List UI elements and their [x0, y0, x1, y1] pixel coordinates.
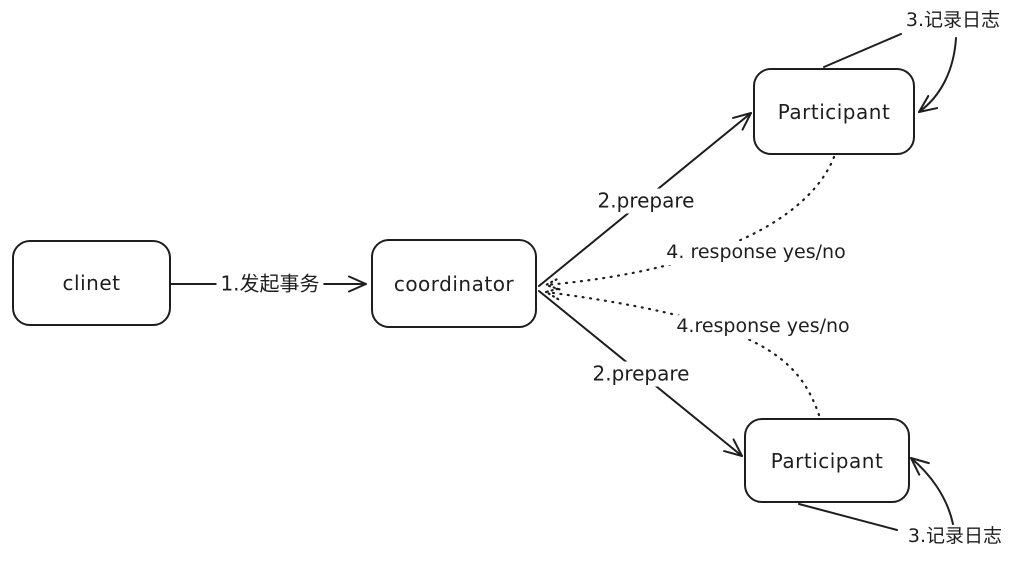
- edge-log-bottom-out: [798, 503, 898, 531]
- node-participant-top[interactable]: Participant: [753, 68, 915, 155]
- edge-log-top-out: [823, 33, 902, 68]
- edge-label-prepare-top[interactable]: 2.prepare: [593, 188, 699, 214]
- node-coordinator-label: coordinator: [393, 271, 515, 296]
- edge-response-top: [546, 155, 836, 285]
- edge-log-top-return: [918, 37, 957, 113]
- edge-log-bottom-return: [910, 457, 954, 525]
- edge-label-prepare-bottom[interactable]: 2.prepare: [588, 361, 694, 387]
- edge-label-log-bottom[interactable]: 3.记录日志: [903, 525, 1007, 549]
- node-client-label: clinet: [62, 271, 121, 295]
- node-participant-bottom[interactable]: Participant: [744, 418, 910, 503]
- node-client[interactable]: clinet: [12, 240, 171, 326]
- edge-label-log-top[interactable]: 3.记录日志: [901, 9, 1005, 33]
- edge-label-response-bottom[interactable]: 4.response yes/no: [672, 315, 854, 339]
- node-participant-top-label: Participant: [777, 99, 891, 124]
- edge-response-bottom: [546, 292, 821, 417]
- node-coordinator[interactable]: coordinator: [371, 239, 537, 328]
- node-participant-bottom-label: Participant: [770, 448, 884, 473]
- edge-label-start-transaction[interactable]: 1.发起事务: [216, 271, 324, 297]
- edge-label-response-top[interactable]: 4. response yes/no: [662, 241, 850, 265]
